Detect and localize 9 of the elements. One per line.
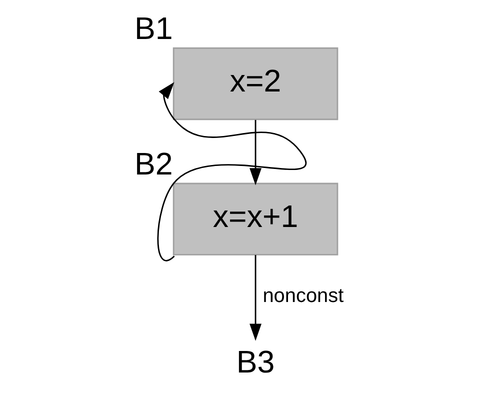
node-label: B1 [134, 10, 172, 46]
node-box: x=x+1 [172, 182, 338, 256]
arrow [249, 120, 262, 186]
arrow [156, 82, 306, 261]
node-text: B3 [236, 344, 274, 380]
edge-label: nonconst [262, 285, 344, 308]
node-label: B2 [134, 146, 172, 182]
node-box: x=2 [172, 47, 338, 120]
arrow [249, 255, 262, 341]
